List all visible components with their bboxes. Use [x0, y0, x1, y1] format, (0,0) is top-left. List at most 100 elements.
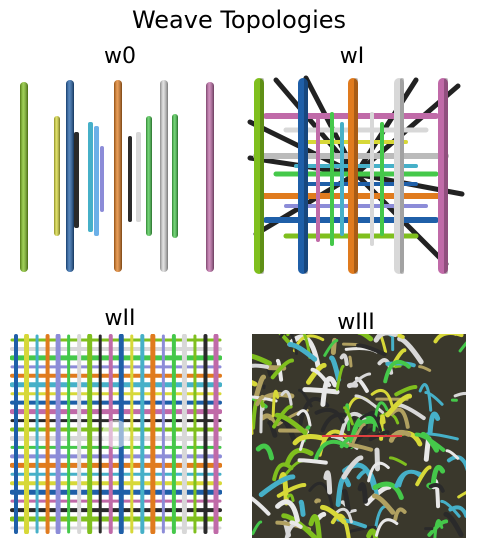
curved-strand [298, 499, 306, 517]
curved-strand [308, 514, 322, 538]
curved-strand [275, 499, 300, 523]
curved-strand [313, 439, 349, 462]
curved-strand [276, 482, 307, 498]
curved-strand [306, 362, 327, 385]
curved-strand [418, 383, 433, 412]
curved-strand [440, 499, 461, 518]
curved-strand [388, 429, 412, 443]
rod [74, 132, 79, 228]
curved-strand [330, 513, 351, 538]
curved-strand [457, 490, 466, 499]
curved-strand [323, 339, 339, 357]
curved-strand [252, 396, 265, 430]
curved-strand [252, 363, 270, 369]
rod [438, 78, 448, 274]
curved-strand [286, 493, 295, 503]
curved-strand [366, 528, 379, 538]
curved-strand [272, 462, 294, 482]
curved-strand [308, 481, 335, 514]
rod [254, 78, 264, 274]
curved-strand [252, 520, 263, 536]
weave-diagram-w0 [20, 80, 214, 272]
curved-strand [274, 412, 308, 436]
curved-strand [335, 364, 345, 391]
curved-strand [390, 334, 405, 339]
curved-strand [415, 465, 432, 487]
curved-strand [320, 504, 347, 525]
curved-strand [342, 342, 360, 347]
rod [128, 136, 132, 222]
panel-label-wIII: wIII [337, 310, 375, 335]
curved-strand [255, 443, 275, 461]
figure-title: Weave Topologies [131, 6, 347, 34]
curved-strand [280, 389, 293, 406]
curved-strand [418, 365, 432, 372]
curved-strand [374, 447, 380, 472]
curved-strand [255, 394, 265, 407]
curved-strand [393, 507, 407, 522]
rod [348, 78, 358, 274]
rod [394, 78, 404, 274]
curved-strand [284, 447, 314, 466]
curved-strand [329, 355, 342, 383]
curved-strand [289, 520, 303, 529]
curved-strand [364, 484, 392, 506]
rod [136, 132, 141, 222]
curved-strand [427, 411, 441, 435]
curved-strand [356, 343, 387, 357]
curved-strand [280, 417, 298, 445]
curved-strand [430, 464, 446, 485]
rod [94, 126, 99, 236]
curved-strand [370, 388, 394, 408]
curved-strand [394, 385, 418, 397]
curved-strand [389, 407, 410, 429]
curved-strand [354, 394, 385, 414]
curved-strand [252, 380, 258, 387]
curved-strand [397, 336, 424, 365]
curved-strand [320, 376, 338, 407]
curved-strand [341, 455, 364, 480]
curved-strand [375, 518, 399, 537]
rod [100, 146, 104, 212]
curved-strand [359, 412, 383, 432]
curved-strand [349, 372, 372, 387]
weave-diagram-wII [10, 334, 222, 534]
panel-label-wI: wI [339, 44, 365, 69]
curved-strand [445, 449, 460, 460]
curved-strand [373, 334, 398, 343]
weave-diagram-wI [247, 75, 465, 274]
curved-strand [372, 481, 404, 501]
panel-label-w0: w0 [104, 44, 136, 69]
curved-strand [310, 367, 332, 388]
curved-strand [343, 406, 354, 426]
curved-strand [367, 461, 390, 483]
curved-strand [314, 407, 345, 424]
curved-strand [252, 496, 271, 516]
curved-strand [357, 334, 374, 342]
curved-strand [348, 355, 353, 368]
curved-strand [270, 358, 294, 380]
curved-strand [302, 387, 340, 395]
curved-strand [287, 341, 318, 362]
curved-strand [372, 401, 389, 432]
curved-strand [298, 388, 313, 408]
curved-strand [433, 334, 464, 344]
curved-strand [428, 482, 445, 493]
curved-strand [314, 498, 321, 504]
curved-strand [371, 493, 396, 515]
curved-strand [267, 420, 278, 438]
curved-strand [252, 353, 272, 366]
curved-strand [446, 455, 466, 472]
rod [298, 78, 308, 274]
curved-strand [357, 482, 368, 504]
curved-strand [351, 423, 366, 445]
curved-strand [296, 409, 312, 427]
curved-strand [427, 519, 449, 537]
curved-strand [368, 430, 390, 442]
curved-strand [272, 404, 293, 429]
curved-strand [385, 393, 413, 418]
curved-strand [383, 359, 411, 384]
curved-strand [341, 488, 351, 513]
curved-strand [323, 470, 333, 495]
curved-strand [377, 334, 388, 354]
